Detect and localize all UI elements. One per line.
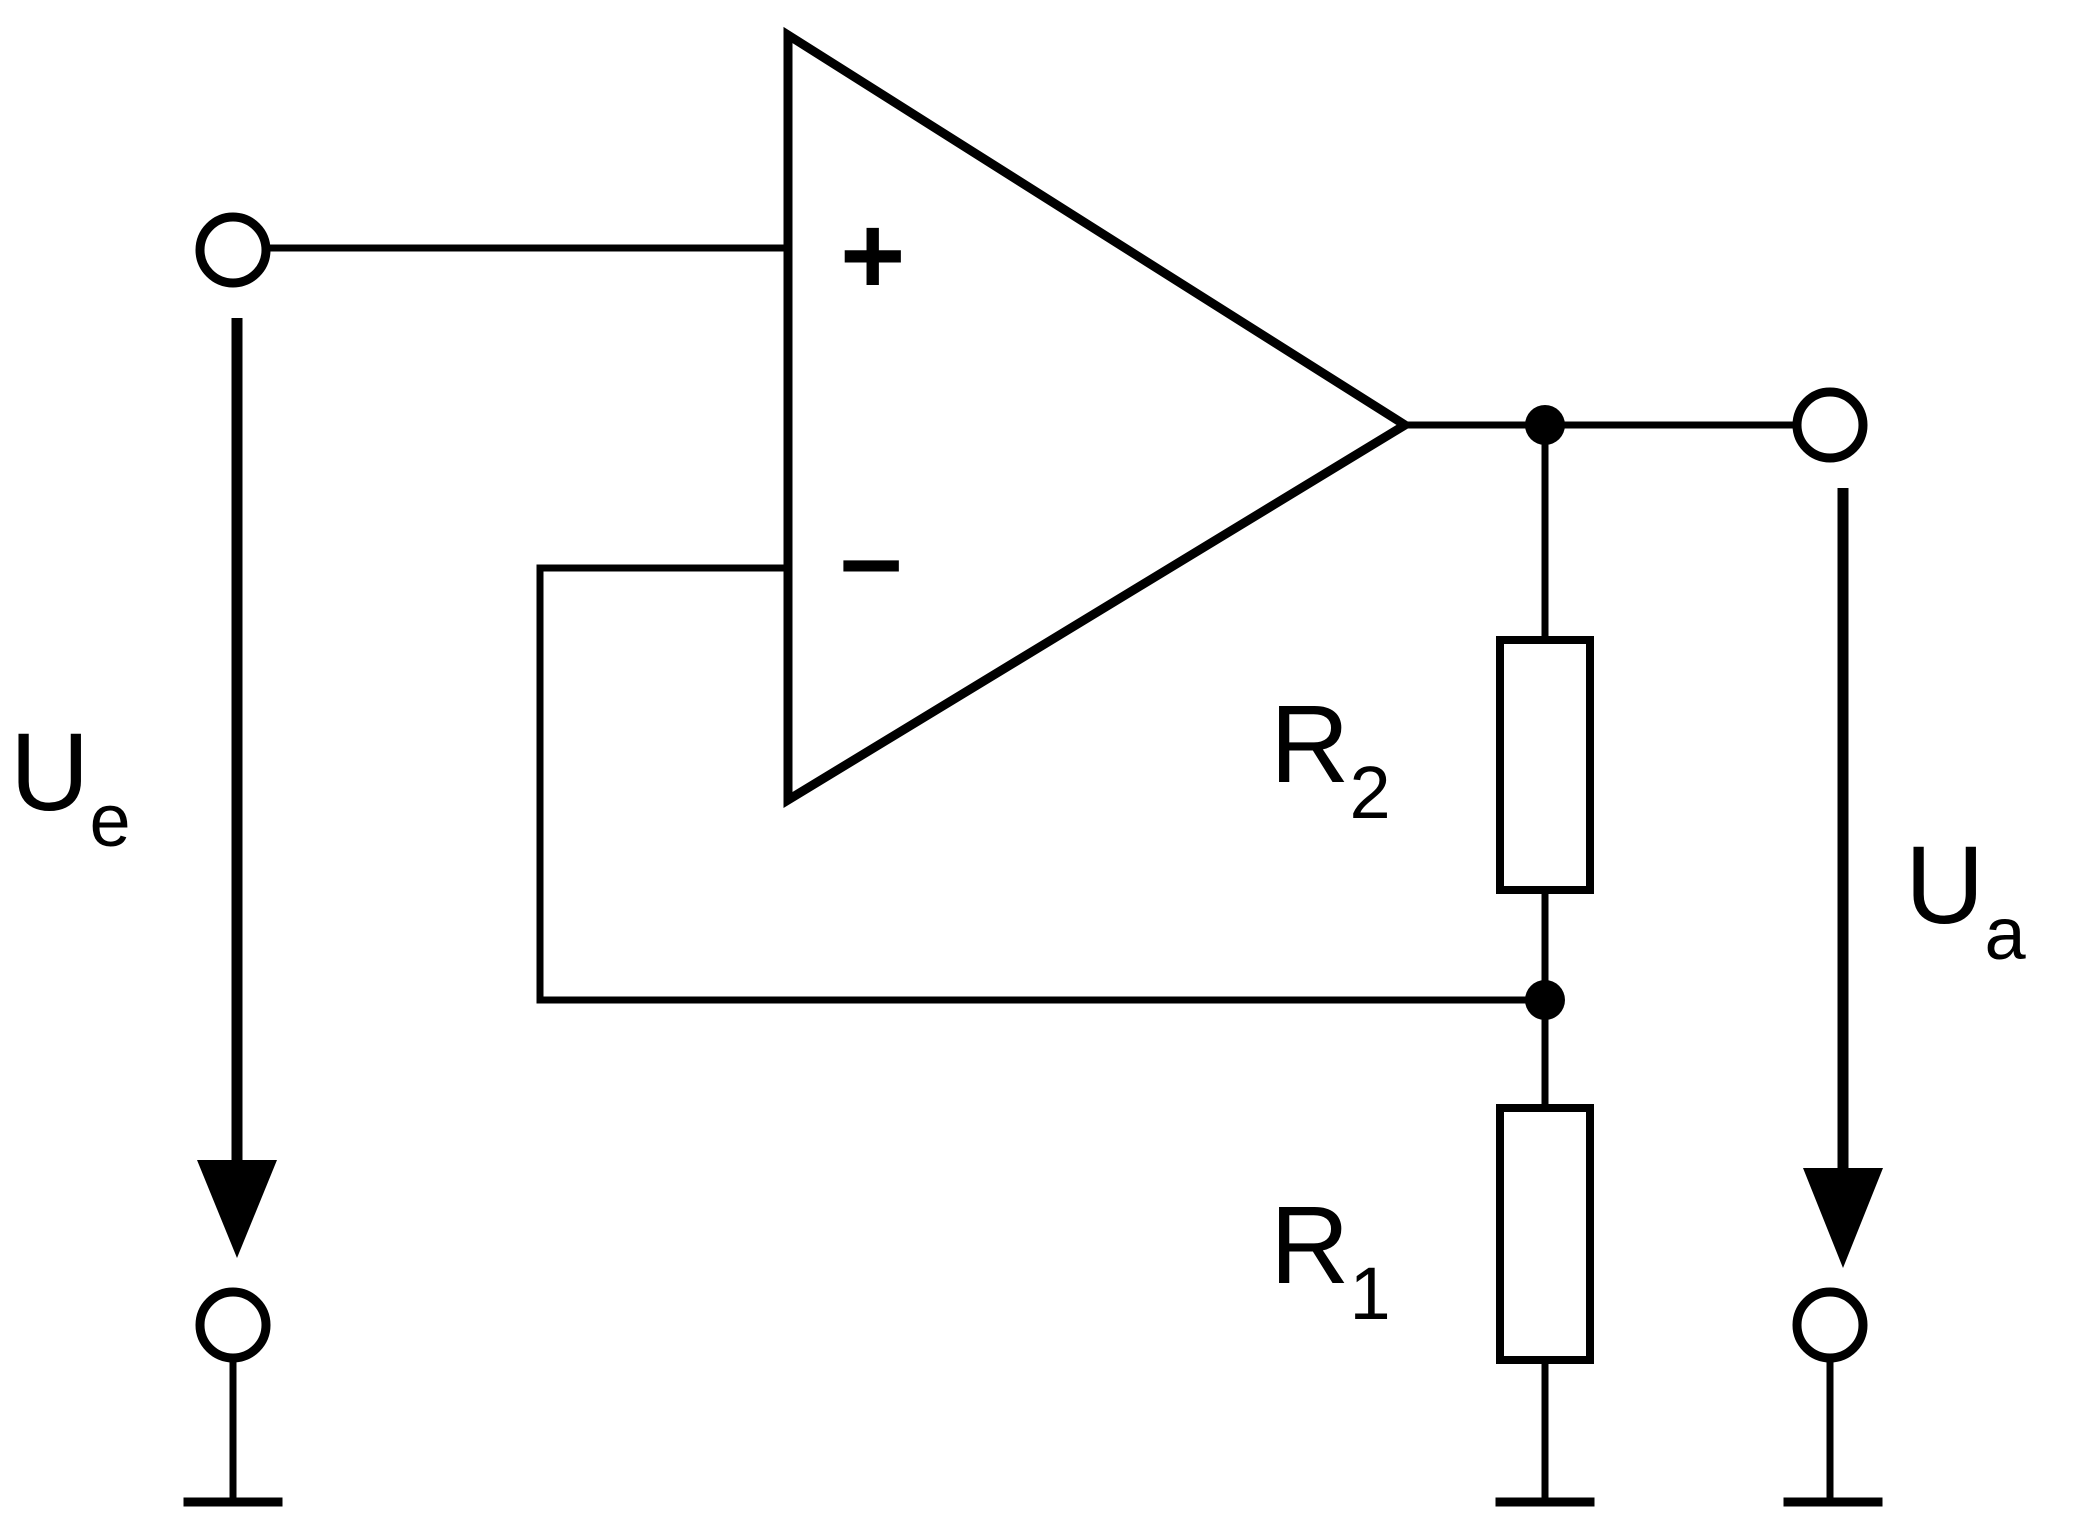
- resistor-r2-label: R2: [1270, 683, 1391, 834]
- output-terminal[interactable]: [1792, 387, 1868, 463]
- resistor-r2-symbol: R: [1270, 683, 1349, 806]
- output-voltage-arrow-head: [1803, 1168, 1883, 1268]
- input-voltage-symbol: U: [10, 711, 89, 834]
- resistor-r1-label: R1: [1270, 1184, 1391, 1335]
- resistor-r2: [1496, 636, 1594, 894]
- input-terminal[interactable]: [195, 212, 271, 288]
- output-junction: [1525, 405, 1565, 445]
- resistor-r1-subscript: 1: [1349, 1252, 1390, 1335]
- input-voltage-label: Ue: [10, 711, 131, 862]
- feedback-wire: [536, 564, 1549, 1004]
- input-voltage-arrow-head: [197, 1160, 277, 1258]
- divider-junction: [1525, 980, 1565, 1020]
- input-ground-terminal[interactable]: [195, 1287, 271, 1363]
- opamp-minus-sign: –: [840, 495, 902, 620]
- resistor-r2-subscript: 2: [1349, 751, 1390, 834]
- output-voltage-symbol: U: [1905, 824, 1984, 947]
- opamp-triangle: [783, 26, 1414, 809]
- resistor-r1-symbol: R: [1270, 1184, 1349, 1307]
- input-voltage-subscript: e: [89, 779, 130, 862]
- output-voltage-label: Ua: [1905, 824, 2026, 975]
- output-ground-terminal[interactable]: [1792, 1287, 1868, 1363]
- resistor-r1: [1496, 1104, 1594, 1364]
- opamp-plus-sign: +: [840, 193, 905, 318]
- output-voltage-subscript: a: [1984, 892, 2026, 975]
